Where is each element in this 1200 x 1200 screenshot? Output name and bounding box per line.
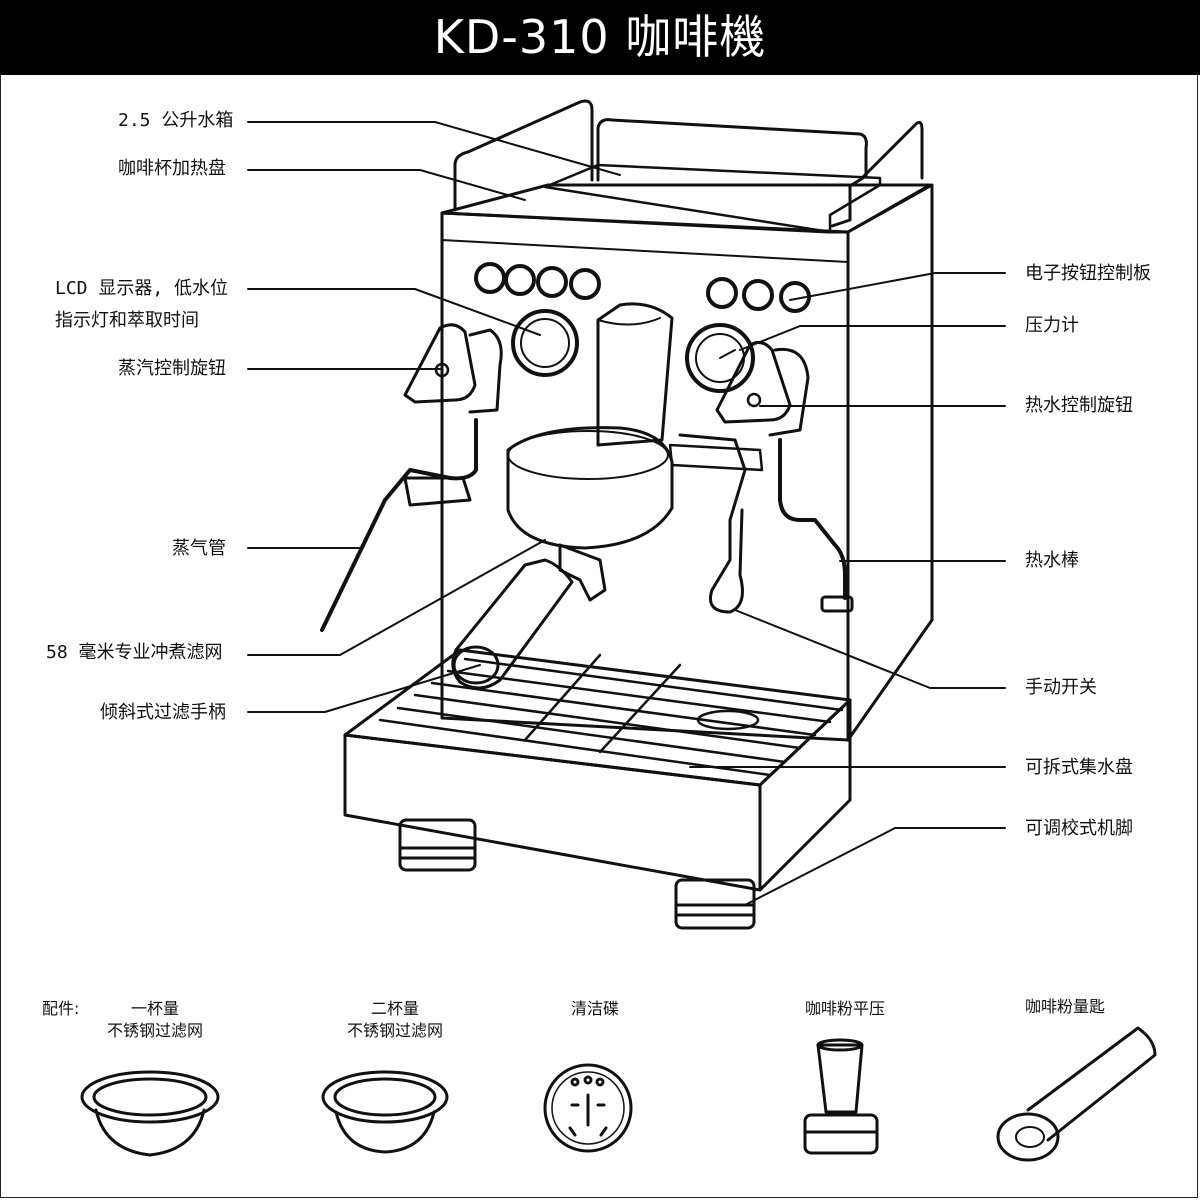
accessories-heading: 配件: [42,999,80,1018]
group-head-top [596,302,674,447]
leader-pressure-gauge [739,325,1006,351]
leader-lines [247,121,1006,906]
leader-portafilter [247,664,481,713]
machine-body [320,99,934,930]
hot-water-knob [715,340,792,424]
leader-control-panel [789,272,1006,301]
control-buttons-right [706,277,811,313]
accessory-two-cup-filter [321,1070,449,1154]
front-panel [440,211,850,742]
steam-wand [320,418,478,632]
label-pressure-gauge: 压力计 [1025,315,1079,336]
page-title: KD-310 咖啡機 [433,10,767,64]
label-cup-warmer: 咖啡杯加热盘 [118,158,226,179]
rail-right [596,118,868,228]
rail-back [858,120,924,182]
label-water-tank: 2.5 公升水箱 [118,110,234,131]
accessory-2-line1: 二杯量 [370,999,419,1018]
hot-water-wand [778,438,847,600]
accessory-one-cup-filter [80,1070,220,1157]
portafilter-spout [558,543,607,602]
label-steam-wand: 蒸气管 [172,538,226,559]
drip-tray-grate [378,653,844,777]
drip-tray-front [343,733,762,892]
label-lcd-line1: LCD 显示器, 低水位 [55,278,229,299]
accessory-1-line1: 一杯量 [130,999,179,1018]
steam-knob [403,323,477,404]
label-control-panel: 电子按钮控制板 [1025,263,1151,284]
lcd-display [511,309,579,377]
leader-cup-warmer [247,169,526,201]
leader-water-tank [247,121,621,176]
accessory-tamper [803,1038,879,1155]
label-portafilter: 倾斜式过滤手柄 [100,702,226,723]
label-hot-water-knob: 热水控制旋钮 [1025,395,1133,416]
accessory-2-line2: 不锈钢过滤网 [346,1021,443,1040]
accessory-cleaning-disc [543,1063,633,1153]
label-lcd-line2: 指示灯和萃取时间 [55,310,199,331]
accessory-1-line2: 不锈钢过滤网 [106,1021,203,1040]
adjustable-feet [398,818,756,930]
label-drip-tray: 可拆式集水盘 [1025,757,1133,778]
accessory-4-label: 咖啡粉平压 [804,999,885,1018]
leader-filter-basket [247,539,546,656]
control-buttons-left [474,262,601,300]
label-hot-water-wand: 热水棒 [1025,550,1079,571]
manual-lever [678,433,747,614]
leader-feet [744,827,1006,906]
drip-tray-side [758,698,852,892]
leader-manual-switch [734,609,1006,689]
accessory-5-label: 咖啡粉量匙 [1024,997,1105,1016]
label-filter-basket: 58 毫米专业冲煮滤网 [46,642,223,663]
title-bar [0,0,1200,75]
label-adjustable-feet: 可调校式机脚 [1025,818,1133,839]
group-head [506,426,674,550]
accessory-3-label: 清洁碟 [570,999,619,1018]
pressure-gauge [685,323,755,393]
rail-left [453,99,594,212]
accessory-scoop [996,1026,1157,1162]
label-steam-knob: 蒸汽控制旋钮 [118,358,226,379]
side-panel [846,183,934,742]
label-manual-switch: 手动开关 [1025,677,1097,698]
leader-lcd [247,288,541,336]
